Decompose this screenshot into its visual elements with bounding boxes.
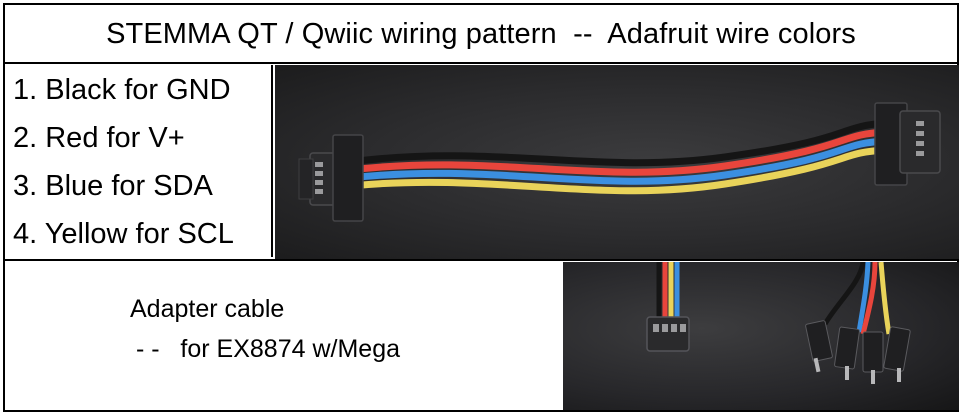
- title-divider: [3, 62, 959, 64]
- figure-title: STEMMA QT / Qwiic wiring pattern -- Adaf…: [106, 17, 856, 50]
- connector-closeup: [646, 262, 690, 352]
- legend-item-sda: 3. Blue for SDA: [13, 170, 213, 202]
- wire-red: [349, 128, 886, 176]
- wire-black: [349, 119, 886, 167]
- wire-yellow: [349, 146, 886, 195]
- caption-subtitle: - - for EX8874 w/Mega: [136, 335, 401, 363]
- wire-color-legend: 1. Black for GND 2. Red for V+ 3. Blue f…: [5, 65, 273, 257]
- right-connector: [874, 102, 941, 186]
- adapter-photo: [563, 262, 959, 410]
- stemma-qt-cable-illustration: [298, 102, 941, 222]
- left-connector: [298, 134, 364, 222]
- adapter-cable-illustration: [646, 262, 911, 384]
- cable-photo: [275, 65, 959, 260]
- legend-item-scl: 4. Yellow for SCL: [13, 218, 234, 250]
- legend-item-gnd: 1. Black for GND: [13, 74, 231, 106]
- middle-divider: [3, 259, 959, 261]
- legend-item-vplus: 2. Red for V+: [13, 122, 185, 154]
- caption-title: Adapter cable: [130, 295, 285, 323]
- jumper-ends: [805, 262, 911, 384]
- wire-blue: [349, 137, 886, 185]
